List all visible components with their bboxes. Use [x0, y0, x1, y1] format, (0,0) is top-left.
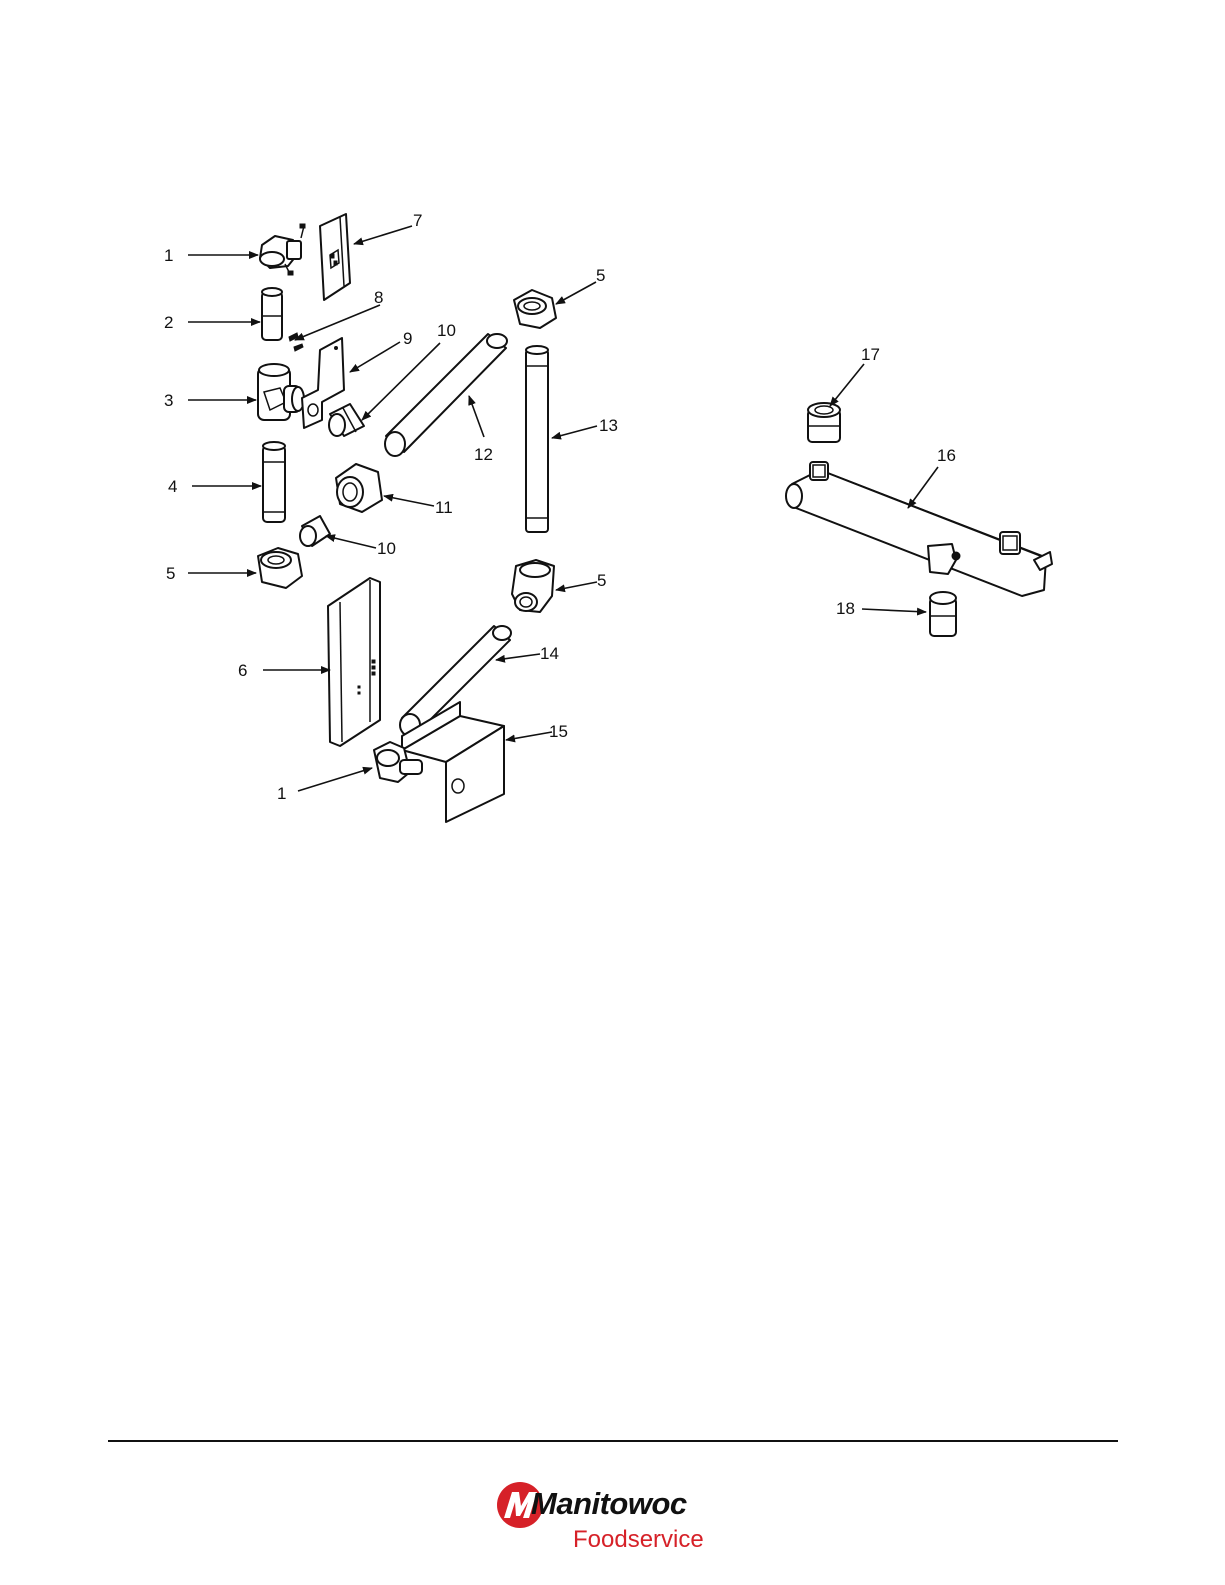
callout-7: 7 [413, 211, 422, 230]
footer-divider [108, 1440, 1118, 1442]
part-13-pipe-vertical [526, 346, 548, 532]
part-10-coupling-upper [329, 404, 364, 436]
part-2-pipe-nipple [262, 288, 282, 340]
logo-brand-name: Manitowoc [531, 1486, 687, 1522]
callout-2: 2 [164, 313, 173, 332]
part-8-screws [289, 333, 303, 351]
part-1-elbow-fitting-top [260, 224, 305, 275]
callout-15: 15 [549, 722, 568, 741]
callout-11: 11 [435, 498, 453, 517]
callout-14: 14 [540, 644, 559, 663]
callout-10-upper: 10 [437, 321, 456, 340]
callout-5-top: 5 [596, 266, 605, 285]
callout-6: 6 [238, 661, 247, 680]
callout-9: 9 [403, 329, 412, 348]
part-5-elbow-left [258, 548, 302, 588]
part-5-elbow-top [514, 290, 556, 328]
part-5-tee-right [512, 560, 554, 612]
part-18-bushing [930, 592, 956, 636]
callout-1-top: 1 [164, 246, 173, 265]
callout-3: 3 [164, 391, 173, 410]
callout-1-bottom: 1 [277, 784, 286, 803]
manitowoc-foodservice-logo: Manitowoc Foodservice [495, 1478, 735, 1563]
part-10-coupling-lower [300, 516, 330, 546]
logo-subtitle: Foodservice [573, 1526, 704, 1554]
callout-5-right: 5 [597, 571, 606, 590]
callout-5-left: 5 [166, 564, 175, 583]
callout-17: 17 [861, 345, 880, 364]
part-12-pipe-diagonal [385, 334, 507, 456]
part-11-union [336, 464, 382, 512]
callout-10-lower: 10 [377, 539, 396, 558]
callout-4: 4 [168, 477, 177, 496]
part-16-manifold [786, 462, 1052, 596]
callout-16: 16 [937, 446, 956, 465]
callout-12: 12 [474, 445, 493, 464]
part-6-channel-bracket [328, 578, 380, 746]
part-7-mounting-plate [320, 214, 350, 300]
part-17-pipe-cap [808, 403, 840, 442]
callout-18: 18 [836, 599, 855, 618]
part-4-pipe-nipple-long [263, 442, 285, 522]
callout-8: 8 [374, 288, 383, 307]
callout-13: 13 [599, 416, 618, 435]
part-3-valve-body [258, 364, 304, 420]
